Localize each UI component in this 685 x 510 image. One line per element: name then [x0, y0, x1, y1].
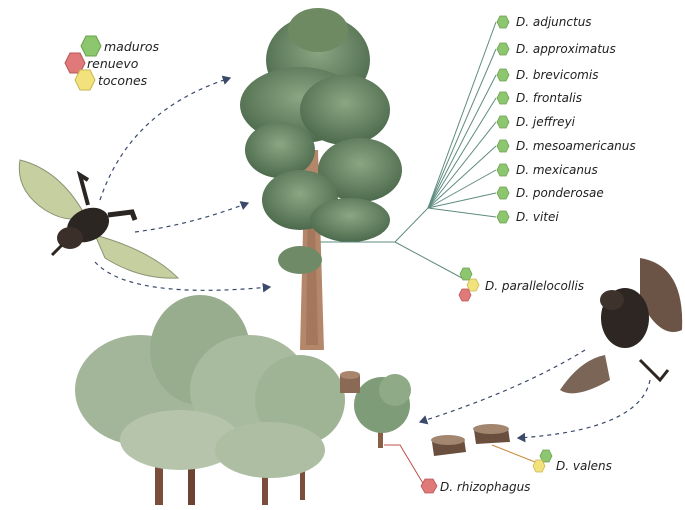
species-label: D. mesoamericanus	[516, 139, 636, 153]
valens-line	[492, 445, 535, 462]
species-label: D. vitei	[516, 210, 559, 224]
species-label: D. ponderosae	[516, 186, 604, 200]
species-label: D. mexicanus	[516, 163, 598, 177]
species-label: D. adjunctus	[516, 15, 592, 29]
rhizophagus-line	[384, 445, 424, 485]
sapling-tree	[354, 374, 411, 448]
parallelocollis-markers	[459, 268, 479, 301]
legend-label-maduros: maduros	[104, 40, 159, 54]
legend-tocones-hex	[75, 70, 95, 90]
valens-markers	[533, 450, 552, 472]
species-label-rhizophagus: D. rhizophagus	[440, 480, 530, 494]
species-label-valens: D. valens	[556, 459, 612, 473]
arrow-to-mid-tree	[135, 203, 248, 232]
stump-near-trunk	[340, 371, 360, 393]
species-markers	[497, 16, 509, 223]
species-label: D. brevicomis	[516, 68, 598, 82]
species-label: D. frontalis	[516, 91, 582, 105]
stump-right	[473, 424, 510, 444]
species-label-parallelocollis: D. parallelocollis	[485, 279, 584, 293]
species-label: D. approximatus	[516, 42, 616, 56]
legend-label-tocones: tocones	[98, 74, 147, 88]
arrow-to-crown	[100, 78, 230, 200]
legend-maduros-hex	[81, 36, 101, 56]
legend-label-renuevo: renuevo	[87, 57, 138, 71]
rhizophagus-marker	[421, 479, 437, 493]
stump-left	[431, 435, 466, 456]
mature-pine-tree	[240, 8, 402, 350]
arrow-to-sapling	[420, 350, 585, 422]
flying-beetle-left	[19, 160, 178, 278]
species-label: D. jeffreyi	[516, 115, 575, 129]
